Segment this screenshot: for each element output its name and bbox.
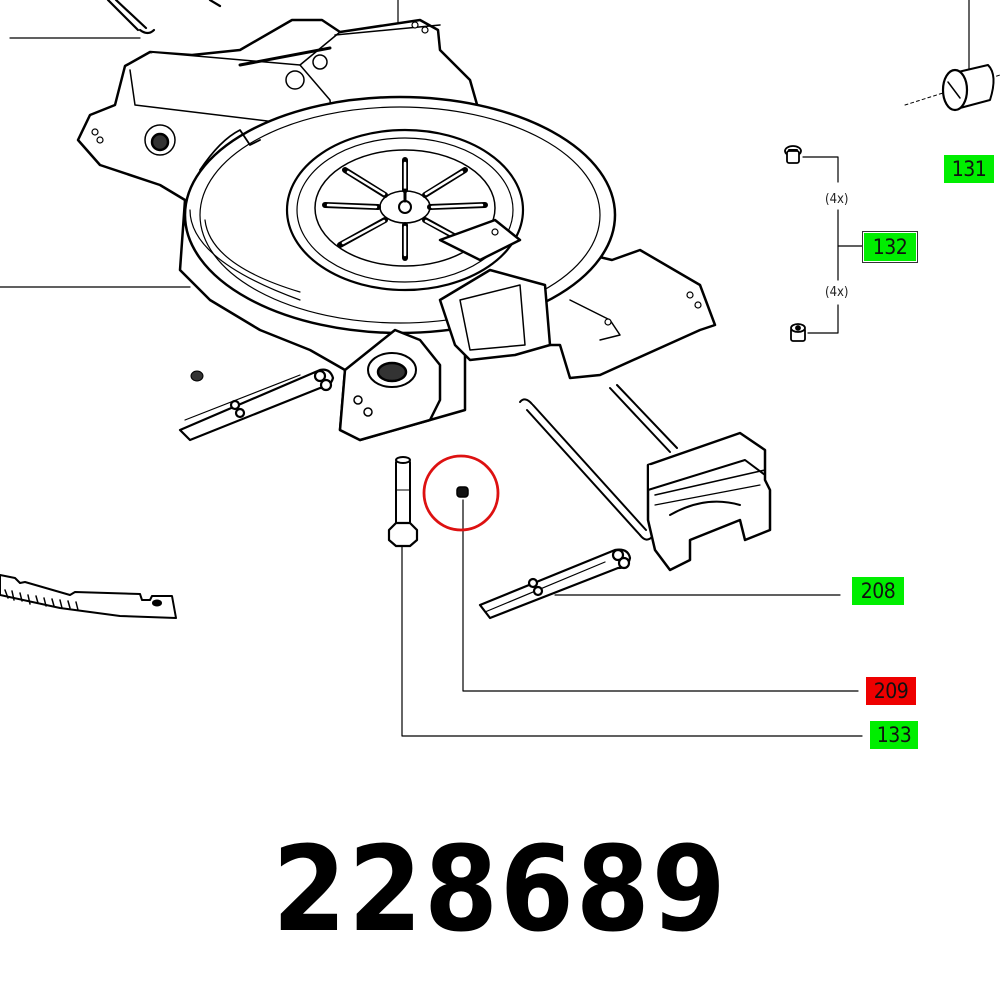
small-nut-left xyxy=(190,370,204,382)
clamp-knob xyxy=(904,64,1000,112)
slide-block xyxy=(646,431,772,572)
rotating-disc xyxy=(183,95,617,335)
locking-spring-right xyxy=(478,548,632,620)
locking-spring-left xyxy=(178,368,335,442)
part-number: 228689 xyxy=(272,820,728,958)
callout-133[interactable]: 133 xyxy=(870,721,918,749)
quantity-label: (4x) xyxy=(825,192,849,207)
right-housing xyxy=(438,218,702,362)
rod-slide-block xyxy=(609,384,678,453)
rod-top xyxy=(106,0,222,35)
callout-208[interactable]: 208 xyxy=(852,577,904,605)
quantity-label: (4x) xyxy=(825,285,849,300)
front-mount xyxy=(338,328,442,442)
bevel-scale xyxy=(0,574,177,619)
cap-screw xyxy=(784,145,802,164)
rod-diagonal xyxy=(519,398,653,541)
callout-131[interactable]: 131 xyxy=(944,155,994,183)
highlight-circle xyxy=(422,454,500,532)
square-nut-209 xyxy=(456,486,469,498)
callout-132[interactable]: 132 xyxy=(862,231,918,263)
sleeve-nut xyxy=(790,323,806,342)
hex-bolt xyxy=(387,456,419,548)
callout-209[interactable]: 209 xyxy=(866,677,916,705)
